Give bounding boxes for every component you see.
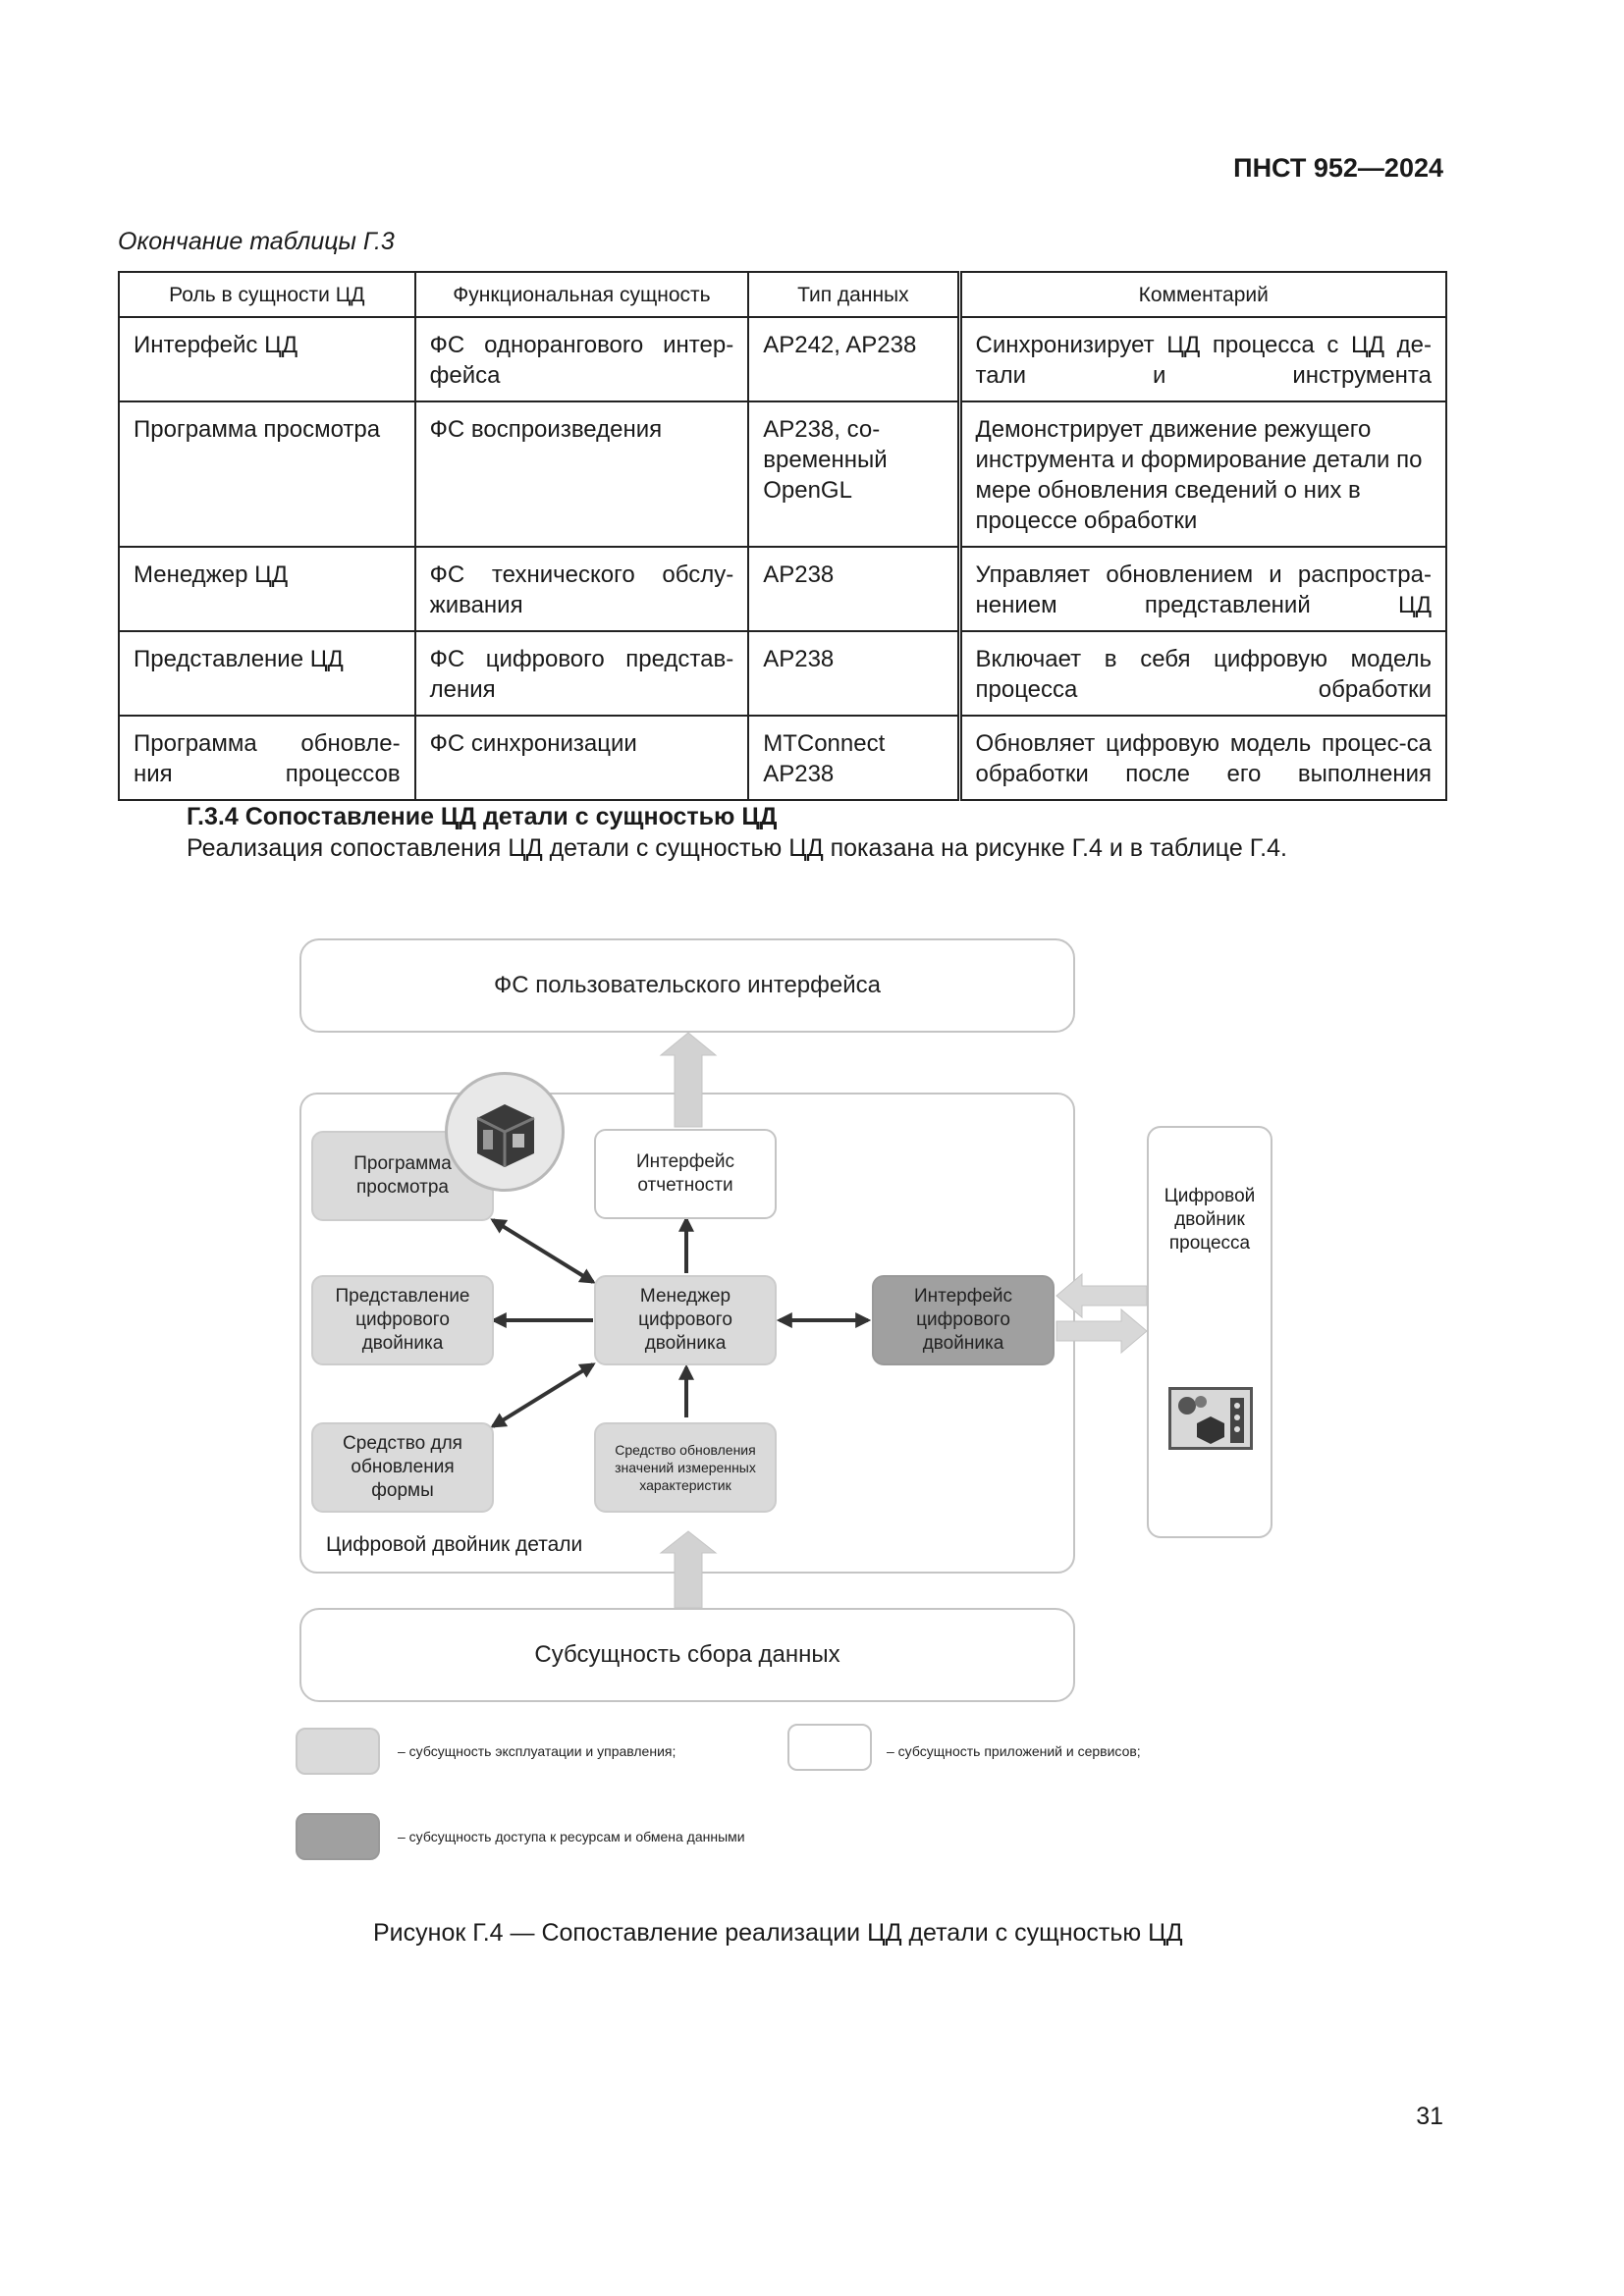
process-digital-twin-frame [1147,1126,1272,1538]
cell-comment: Обновляет цифровую модель процес-са обра… [958,715,1447,801]
cell-comment: Демонстрирует движение режущего инструме… [958,400,1447,548]
data-table: Роль в сущности ЦД Функциональная сущнос… [118,271,1447,801]
part-dt-label: Цифровой двойник детали [326,1533,583,1556]
legend-text-operation: – субсущность эксплуатации и управления; [398,1743,677,1759]
figure-caption: Рисунок Г.4 — Сопоставление реализации Ц… [373,1919,1183,1947]
ui-fs-label: ФС пользовательского интерфейса [493,972,882,998]
fat-arrow-to-interface [1056,1272,1148,1319]
table-row: Интерфейс ЦД ФС одноранговоrо интер-фейс… [118,316,1447,402]
report-interface-box: Интерфейс отчетности [594,1129,777,1219]
arrow-viewer-manager [490,1218,596,1284]
representation-label: Представление цифрового двойника [335,1286,470,1354]
report-interface-label: Интерфейс отчетности [635,1151,735,1196]
dt-interface-box: Интерфейс цифрового двойника [872,1275,1055,1365]
cube-icon [445,1072,565,1192]
cell-role: Представление ЦД [118,630,416,717]
viewer-label: Программа просмотра [353,1153,452,1198]
dt-interface-label: Интерфейс цифрового двойника [913,1286,1013,1354]
column-header: Тип данных [747,271,962,318]
cell-comment: Включает в себя цифровую модель процесса… [958,630,1447,717]
cell-data-type: MTConnect AP238 [747,715,962,801]
fat-arrow-to-process [1056,1308,1148,1355]
legend-text-resource: – субсущность доступа к ресурсам и обмен… [398,1829,745,1844]
cell-role: Программа просмотра [118,400,416,548]
fat-arrow-to-ui [659,1032,718,1128]
legend-swatch-apps [787,1724,872,1771]
fat-arrow-from-data [659,1530,718,1609]
cell-comment: Синхронизирует ЦД процесса с ЦД де-тали … [958,316,1447,402]
arrow-shape-manager [490,1362,596,1428]
table-caption: Окончание таблицы Г.3 [118,228,395,255]
cell-comment: Управляет обновлением и распростра-нение… [958,546,1447,632]
cell-data-type: AP238 [747,630,962,717]
table-row: Менеджер ЦД ФС технического обслу-живани… [118,546,1447,632]
column-header: Функциональная сущность [413,271,750,318]
cell-entity: ФС воспроизведения [413,400,750,548]
data-collection-box: Субсущность сбора данных [299,1608,1075,1702]
cell-role: Программа обновле-ния процессов [118,715,416,801]
manager-label: Менеджер цифрового двойника [638,1286,732,1354]
shape-tool-label: Средство для обновления формы [343,1433,462,1501]
shape-tool-box: Средство для обновления формы [311,1422,494,1513]
cell-entity: ФС технического обслу-живания [413,546,750,632]
measure-tool-label: Средство обновления значений измеренных … [615,1442,756,1493]
legend-swatch-resource [296,1813,380,1860]
cell-entity: ФС одноранговоrо интер-фейса [413,316,750,402]
table-row: Представление ЦД ФС цифрового представ-л… [118,630,1447,717]
machine-icon [1168,1387,1253,1450]
table-row: Программа обновле-ния процессов ФС синхр… [118,715,1447,801]
table-row: Программа просмотра ФС воспроизведения A… [118,400,1447,548]
page-number: 31 [1416,2103,1443,2130]
standard-code: ПНСТ 952—2024 [1233,153,1443,183]
cell-role: Менеджер ЦД [118,546,416,632]
manager-box: Менеджер цифрового двойника [594,1275,777,1365]
process-dt-label: Цифровой двойник процесса [1164,1186,1256,1254]
cell-entity: ФС синхронизации [413,715,750,801]
cell-data-type: AP238 [747,546,962,632]
table-header-row: Роль в сущности ЦД Функциональная сущнос… [118,271,1447,318]
column-header: Комментарий [958,271,1447,318]
section-heading: Г.3.4 Сопоставление ЦД детали с сущность… [187,803,778,830]
data-collection-label: Субсущность сбора данных [534,1641,840,1668]
cell-role: Интерфейс ЦД [118,316,416,402]
cell-data-type: AP238, со-временный OpenGL [747,400,962,548]
legend-text-apps: – субсущность приложений и сервисов; [887,1743,1141,1759]
cell-entity: ФС цифрового представ-ления [413,630,750,717]
section-text: Реализация сопоставления ЦД детали с сущ… [187,834,1287,862]
ui-fs-box: ФС пользовательского интерфейса [299,938,1075,1033]
legend-swatch-operation [296,1728,380,1775]
column-header: Роль в сущности ЦД [118,271,416,318]
representation-box: Представление цифрового двойника [311,1275,494,1365]
measure-tool-box: Средство обновления значений измеренных … [594,1422,777,1513]
cell-data-type: AP242, AP238 [747,316,962,402]
